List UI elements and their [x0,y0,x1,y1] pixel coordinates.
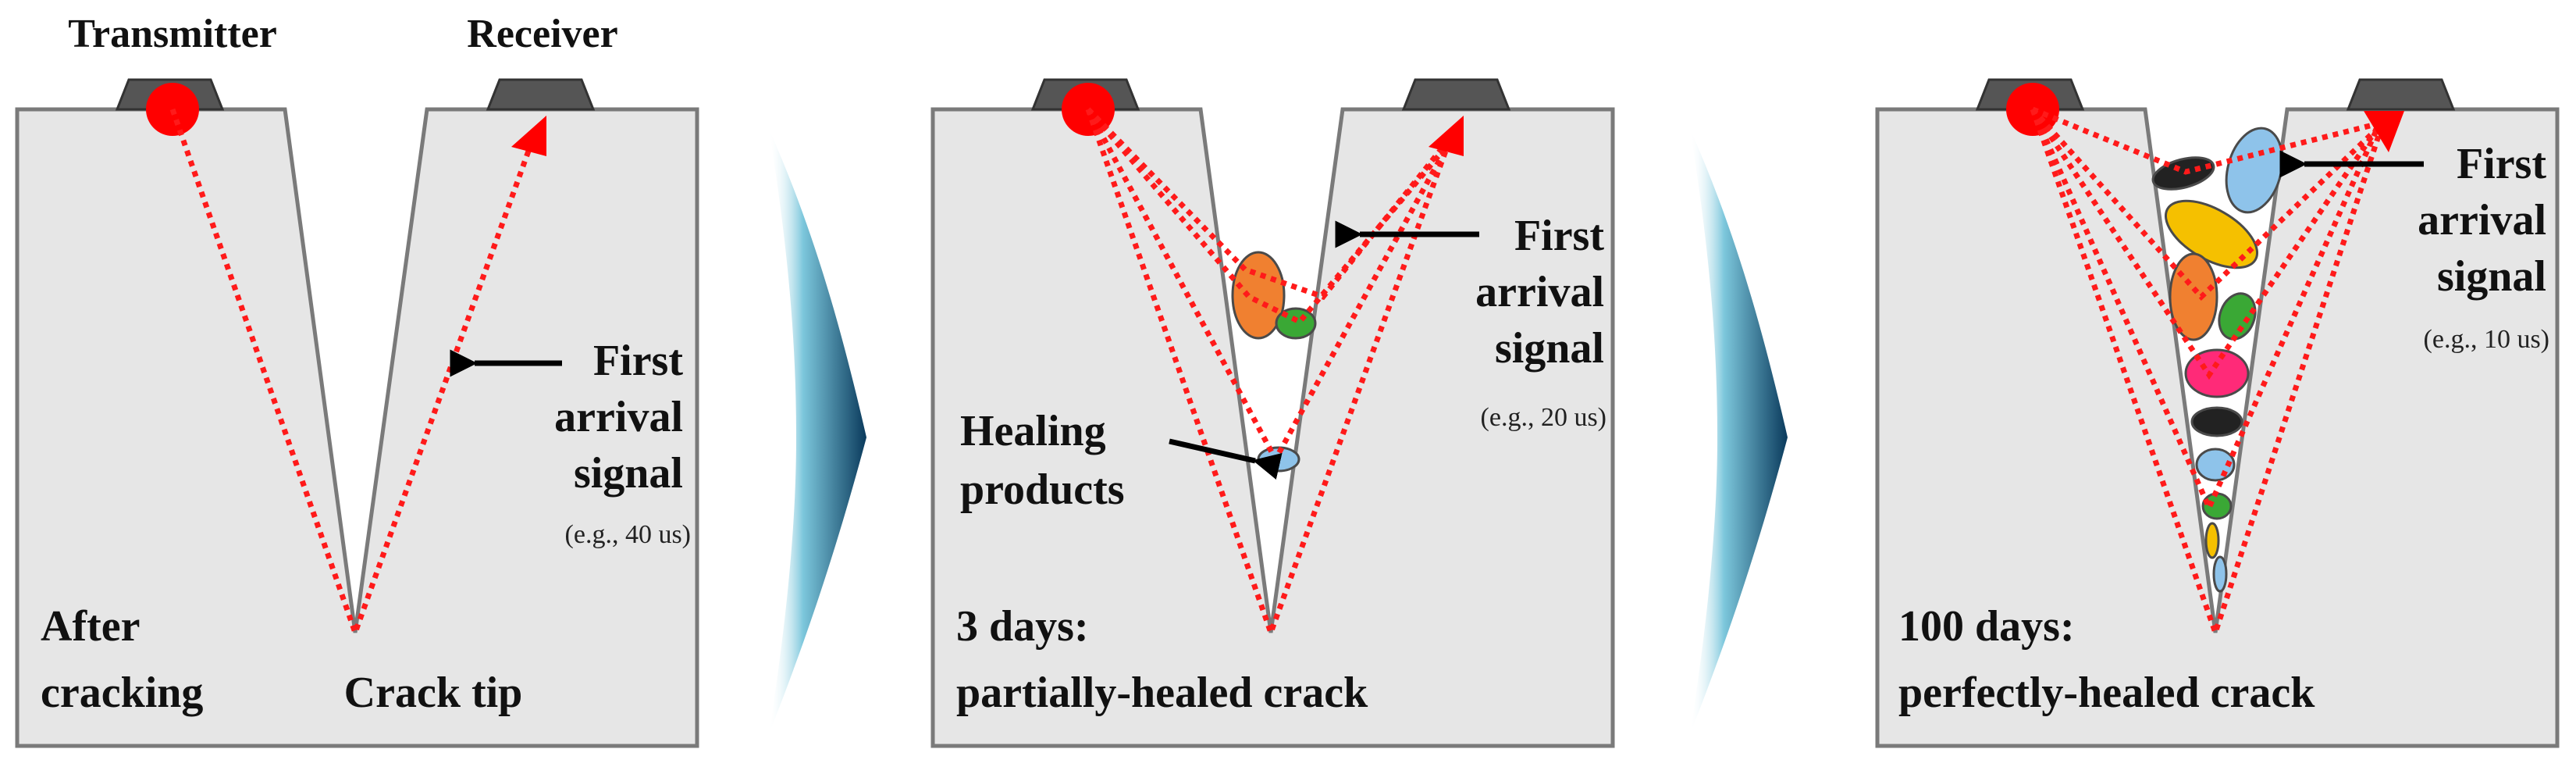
arrival-time-label: (e.g., 40 us) [565,520,691,549]
healing-particle-black [2190,406,2243,437]
signal-label-line3: signal [574,449,683,498]
healing-particle-pink [2184,348,2250,398]
crack-tip-label: Crack tip [344,669,523,717]
receiver-sensor [2346,78,2456,111]
receiver-label: Receiver [467,12,617,56]
signal-path [169,108,534,641]
receiver-arrowhead [511,116,546,156]
state-label-line2: perfectly-healed crack [1898,669,2315,717]
healing-particle-green [1275,307,1317,340]
state-label-line1: 3 days: [956,602,1089,651]
arrival-time-label: (e.g., 20 us) [1481,403,1606,432]
signal-path-direct [1085,108,1451,641]
healing-particle-blue [2212,555,2228,593]
signal-label-line2: arrival [554,393,683,441]
transition-arrow-1 [769,129,866,734]
state-label-line1: After [41,602,140,651]
signal-label-line3: signal [1495,324,1604,373]
signal-path-lower [2030,108,2380,515]
healing-products-line1: Healing [960,407,1106,455]
signal-label-line1: First [1514,212,1604,260]
receiver-sensor [486,78,596,111]
healing-particle-black [2151,156,2215,191]
healing-particle-green [2201,492,2233,520]
transition-arrow-2 [1690,129,1788,734]
state-label-line1: 100 days: [1898,602,2075,651]
healing-particle-yellow [2204,522,2220,559]
panel-after-cracking: Transmitter Receiver First arrival signa… [15,12,699,748]
healing-products-line2: products [960,466,1125,514]
state-label-line2: cracking [41,669,203,717]
healing-products-arrow [1169,438,1283,480]
signal-label-line1: First [2457,140,2546,188]
receiver-sensor [1401,78,1511,111]
signal-path-shortest [1086,107,1450,301]
panel-partially-healed: First arrival signal (e.g., 20 us) Heali… [930,78,1615,748]
healing-particle-orange [1231,251,1286,340]
transmitter-label: Transmitter [68,12,277,56]
signal-label-line1: First [593,337,683,385]
signal-path-shortest [2031,106,2374,175]
signal-path-middle [2030,108,2379,380]
signal-label-line2: arrival [1475,268,1604,316]
arrival-time-label: (e.g., 10 us) [2424,325,2549,354]
state-label-line2: partially-healed crack [956,669,1368,717]
signal-path-direct [2030,108,2384,641]
signal-path-upper [2030,107,2379,301]
signal-label-line3: signal [2437,252,2546,301]
panel-perfectly-healed: First arrival signal (e.g., 10 us) 100 d… [1875,78,2560,748]
signal-label-line2: arrival [2418,196,2546,244]
receiver-arrowhead [1429,116,1464,156]
receiver-arrowhead [2364,111,2404,152]
healing-particle-orange [2169,252,2218,341]
healing-particle-green [2218,292,2257,341]
